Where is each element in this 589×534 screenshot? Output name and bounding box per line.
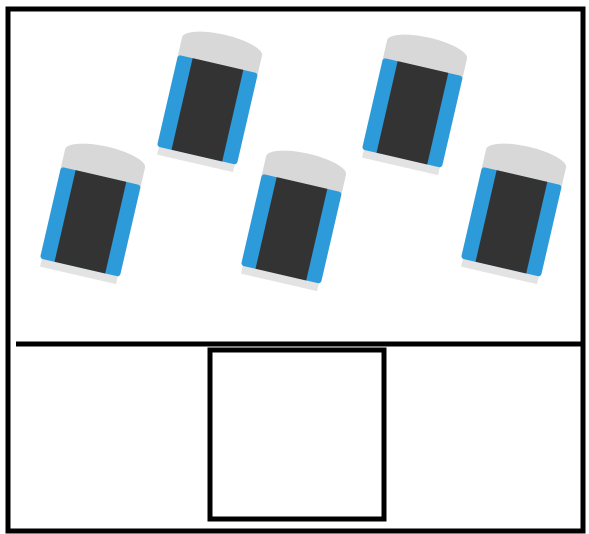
eraser-icon <box>155 26 265 173</box>
eraser-icon <box>38 138 148 285</box>
objects-panel <box>38 26 569 292</box>
eraser-icon <box>239 145 349 292</box>
eraser-icon <box>360 29 470 176</box>
answer-box[interactable] <box>210 350 384 519</box>
eraser-icon <box>459 138 569 285</box>
